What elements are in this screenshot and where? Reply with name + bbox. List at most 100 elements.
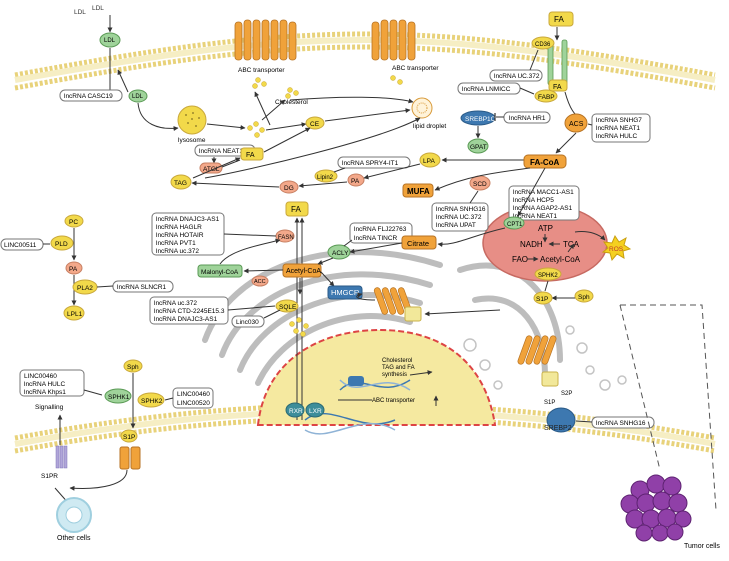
s1p-transporter-b xyxy=(130,446,141,470)
box-uc372-top xyxy=(489,69,543,82)
fao-label: FAO xyxy=(512,255,528,264)
acc-node xyxy=(251,275,269,287)
acs-group-text: lncRNA SNHG7 lncRNA NEAT1 lncRNA HULC xyxy=(596,117,644,140)
pld-label: PLD xyxy=(55,241,68,248)
tumor-cells-label: Tumor cells xyxy=(684,543,720,550)
acs-node xyxy=(564,113,588,133)
other-cells-label: Other cells xyxy=(57,535,91,542)
lysosome-label: lysosome xyxy=(178,137,206,144)
atgl-node xyxy=(199,162,223,174)
sphk1-label: SPHK1 xyxy=(108,394,130,401)
cpt1-node xyxy=(503,216,525,230)
mufa-label: MUFA xyxy=(407,187,430,196)
rxr-node xyxy=(285,402,305,418)
nucleus-protein xyxy=(348,376,364,386)
mufa-node xyxy=(402,183,434,198)
fa-label-top2: FA xyxy=(553,84,562,91)
s2p-label: S2P xyxy=(561,391,572,397)
lipid-droplet-label: lipid droplet xyxy=(413,123,446,130)
tumor-cells-cluster xyxy=(620,474,692,542)
box-sqle-group xyxy=(149,296,229,325)
lxr-node xyxy=(305,402,325,418)
casc19-text: lncRNA CASC19 xyxy=(64,93,113,100)
fa-node-top xyxy=(548,11,574,27)
fa-node-mid xyxy=(240,147,264,161)
malonyl-node xyxy=(197,264,243,278)
ldl-receptor-bottom xyxy=(128,89,148,103)
fa-center-label: FA xyxy=(291,205,301,214)
box-casc19 xyxy=(59,89,123,102)
cpt1-label: CPT1 xyxy=(507,222,523,228)
pc-node xyxy=(64,214,84,228)
sph-right-node xyxy=(574,289,594,303)
ldl-receptor-top xyxy=(99,32,121,48)
golgi-box-upper xyxy=(404,306,422,322)
box-snhg16 xyxy=(591,416,655,429)
tumor-zoom-line xyxy=(620,304,717,511)
signalling-label: Signalling xyxy=(35,404,64,411)
linc030-text: Linc030 xyxy=(236,319,259,326)
golgi-vesicles xyxy=(463,325,627,391)
box-sphk1-group xyxy=(19,369,85,397)
lxr-label: LXR xyxy=(309,408,322,415)
fabp-node xyxy=(534,89,558,103)
pa-left-label: PA xyxy=(69,266,78,273)
ce-label: CE xyxy=(310,121,320,128)
hr1-text: lncRNA HR1 xyxy=(509,115,546,122)
box-acs-group xyxy=(591,113,651,143)
ldl-label-4: LDL xyxy=(132,94,144,100)
cpt1-group-text: lncRNA MACC1-AS1 lncRNA HCP5 lncRNA AGAP… xyxy=(513,189,576,220)
spry4-text: lncRNA SPRY4-IT1 xyxy=(342,160,399,167)
sph-right-label: Sph xyxy=(578,294,590,301)
s1p-right-label: S1P xyxy=(536,296,548,303)
srebp2-node xyxy=(546,407,576,433)
sqle-label: SQLE xyxy=(279,304,297,311)
lpa-label: LPA xyxy=(423,158,435,165)
ce-node xyxy=(305,116,325,130)
cholesterol-dots-top xyxy=(252,75,403,99)
pa-label-mid: PA xyxy=(351,178,360,185)
sqle-group-text: lncRNA uc.372 lncRNA CTD-2245E15.3 lncRN… xyxy=(154,300,226,323)
fa-label-top: FA xyxy=(554,15,564,24)
endoplasmic-reticulum xyxy=(202,249,563,386)
lipin2-label: Lipin2 xyxy=(317,175,334,181)
atp-label: ATP xyxy=(538,224,553,233)
lpl1-node xyxy=(63,305,85,321)
cd36-node xyxy=(531,36,555,50)
ros-burst xyxy=(601,234,632,262)
rxr-label: RXR xyxy=(289,408,303,415)
sph-left-label: Sph xyxy=(127,364,139,371)
abc-transporter-2 xyxy=(371,19,416,61)
facoa-label: FA-CoA xyxy=(530,158,560,167)
pa-left-node xyxy=(65,261,83,275)
abc-transporter-label-1: ABC transporter xyxy=(238,67,285,74)
citrate-node xyxy=(401,235,437,250)
nadh-label: NADH xyxy=(520,240,543,249)
citrate-label: Citrate xyxy=(407,239,429,248)
cholesterol-label: Cholesterol xyxy=(275,99,308,106)
fa-label-mid: FA xyxy=(246,152,255,159)
cd36-label: CD36 xyxy=(535,42,551,48)
pa-node-mid xyxy=(347,173,365,187)
ros-label: ROS xyxy=(609,246,624,253)
s1pr-label: S1PR xyxy=(41,473,58,480)
pla2-label: PLA2 xyxy=(77,285,93,292)
cholesterol-dots-er xyxy=(289,317,309,337)
tag-label: TAG xyxy=(174,180,187,187)
sphk2-left-label: SPHK2 xyxy=(141,398,163,405)
sph-left-node xyxy=(123,359,143,373)
s1p-golgi-label: S1P xyxy=(544,400,555,406)
fasn-label: FASN xyxy=(278,235,294,241)
dg-label: DG xyxy=(284,185,294,192)
lpl1-label: LPL1 xyxy=(67,311,83,318)
dg-node xyxy=(279,180,299,194)
box-spry4 xyxy=(337,156,411,169)
neat1-text: lncRNA NEAT1 xyxy=(199,148,243,155)
snhg16-text: lncRNA SNHG16 xyxy=(596,420,646,427)
tag-node xyxy=(170,174,192,190)
fa-node-top2 xyxy=(548,79,568,92)
hmgcr-label: HMGCR xyxy=(331,288,360,297)
s1pr-receptor xyxy=(55,445,68,469)
srebp2-label: SREBP2 xyxy=(544,425,572,432)
